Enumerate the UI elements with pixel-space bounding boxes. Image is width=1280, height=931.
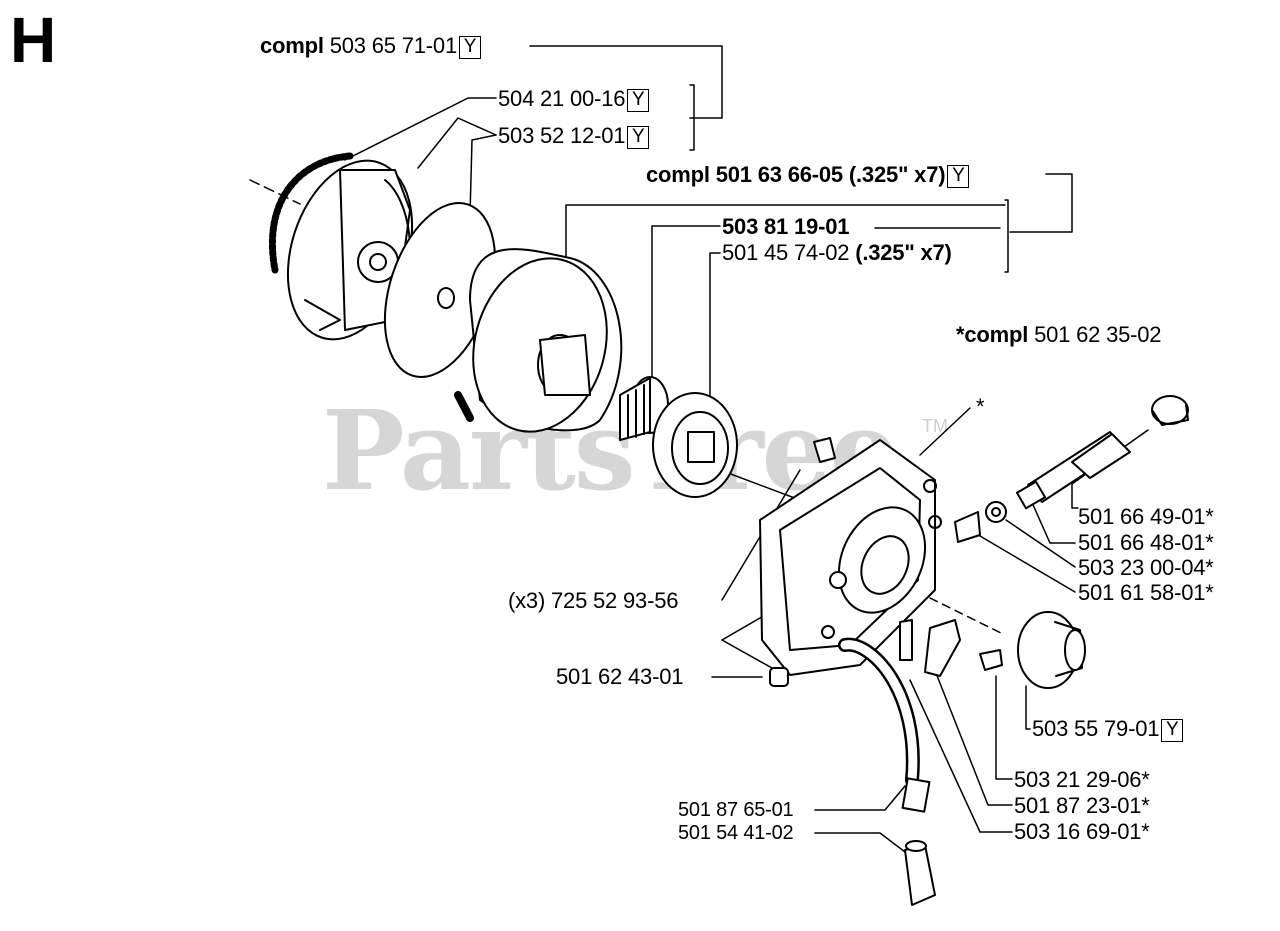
- label-star: *: [976, 394, 985, 419]
- y-marker: Y: [458, 36, 481, 59]
- oil-hose-part: [838, 637, 931, 813]
- label-part-501-66-48-01: 501 66 48-01*: [1078, 530, 1214, 555]
- label-part-503-16-69-01: 503 16 69-01*: [1014, 819, 1150, 844]
- label-compl-drum: compl 501 63 66-05 (.325" x7)Y: [646, 162, 970, 188]
- label-part-503-23-00-04: 503 23 00-04*: [1078, 555, 1214, 580]
- oil-pump-body-part: [759, 439, 942, 676]
- label-part-501-87-23-01: 501 87 23-01*: [1014, 793, 1150, 818]
- label-compl-pump: *compl 501 62 35-02: [956, 322, 1162, 347]
- label-part-501-66-49-01: 501 66 49-01*: [1078, 504, 1214, 529]
- oil-filter-part: [904, 840, 936, 906]
- clutch-spring-part: [268, 152, 354, 274]
- y-marker: Y: [627, 89, 650, 112]
- label-hose: 501 87 65-01: [678, 799, 794, 821]
- needle-bearing-part: [619, 376, 669, 441]
- clutch-drum-part: [454, 248, 623, 433]
- label-bearing: 503 81 19-01: [722, 214, 850, 239]
- watermark: PartsTree: [322, 386, 900, 515]
- y-marker: Y: [1161, 719, 1184, 742]
- pump-shaft-part: [954, 395, 1189, 543]
- rim-sprocket-part: [652, 392, 738, 498]
- clutch-part: [286, 159, 414, 341]
- section-letter: H: [10, 4, 57, 76]
- y-marker: Y: [947, 165, 970, 188]
- label-nut: 501 62 43-01: [556, 664, 684, 689]
- label-part-501-61-58-01: 501 61 58-01*: [1078, 580, 1214, 605]
- label-filter: 501 54 41-02: [678, 822, 794, 844]
- label-screws: (x3) 725 52 93-56: [508, 588, 679, 613]
- y-marker: Y: [627, 126, 650, 149]
- label-rim: 501 45 74-02 (.325" x7): [722, 240, 952, 265]
- trademark-mark: TM: [922, 416, 948, 436]
- screw-part: [813, 437, 836, 463]
- small-fittings-part: [769, 619, 1003, 687]
- plug-part: [1017, 611, 1086, 689]
- label-part-503-21-29-06: 503 21 29-06*: [1014, 767, 1150, 792]
